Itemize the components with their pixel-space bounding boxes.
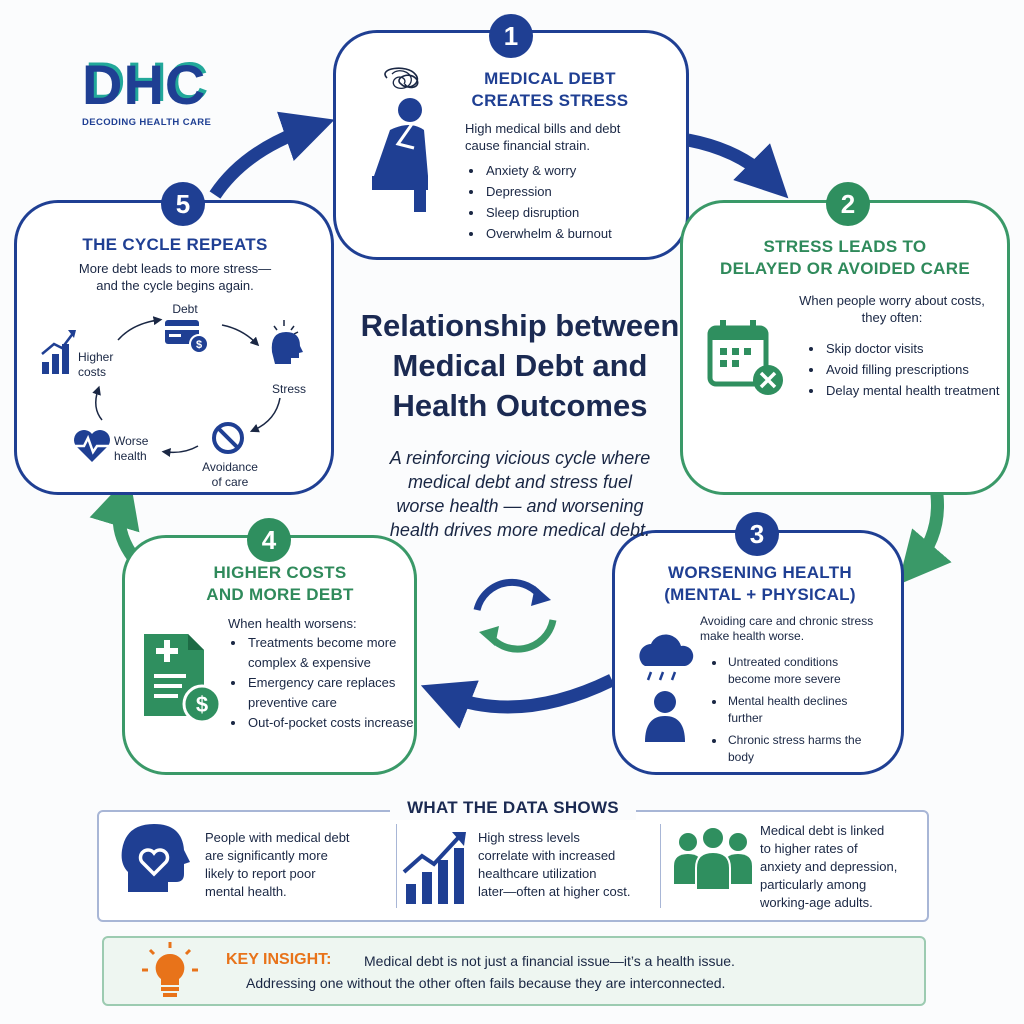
step-3-text: Avoiding care and chronic stress make he…	[700, 614, 874, 643]
rising-bar-chart-icon	[402, 832, 466, 904]
arrow-1-to-2	[686, 133, 789, 199]
list-item: Avoid filling prescriptions	[824, 359, 1014, 380]
step-4-bullets: Treatments become more complex & expensi…	[230, 633, 426, 733]
credit-card-dollar-icon: $	[165, 320, 209, 354]
data-item-3: Medical debt is linked to higher rates o…	[760, 823, 898, 910]
step-5-title: THE CYCLE REPEATS	[82, 235, 268, 254]
stressed-person-icon	[372, 67, 428, 212]
divider	[660, 824, 661, 908]
mini-label-avoidance: Avoidance of care	[202, 460, 258, 489]
people-group-icon	[674, 826, 752, 891]
step-2-bullets: Skip doctor visits Avoid filling prescri…	[808, 338, 1014, 401]
step-2-title: STRESS LEADS TO DELAYED OR AVOIDED CARE	[720, 237, 970, 278]
divider	[396, 824, 397, 908]
page-subtitle: A reinforcing vicious cycle where medica…	[389, 448, 651, 540]
list-item: Out-of-pocket costs increase	[246, 713, 426, 733]
list-item: Delay mental health treatment	[824, 380, 1014, 401]
list-item: Treatments become more complex & expensi…	[246, 633, 426, 673]
key-insight-line-1: Medical debt is not just a financial iss…	[364, 953, 735, 969]
list-item: Anxiety & worry	[484, 160, 684, 181]
list-item: Emergency care replaces preventive care	[246, 673, 426, 713]
step-3-bullets: Untreated conditions become more severe …	[710, 654, 876, 771]
list-item: Depression	[484, 181, 684, 202]
step-1-title: MEDICAL DEBT CREATES STRESS	[471, 69, 629, 110]
arrow-3-to-4	[420, 674, 615, 729]
calendar-cancel-icon	[707, 320, 783, 395]
mini-label-higher: Higher costs	[78, 350, 114, 379]
step-2-number: 2	[826, 182, 870, 226]
page-title: Relationship between Medical Debt and He…	[360, 308, 680, 423]
list-item: Chronic stress harms the body	[726, 732, 876, 766]
step-4-text: When health worsens:	[228, 616, 357, 631]
rising-bars-icon	[41, 330, 76, 374]
data-item-2: High stress levels correlate with increa…	[478, 830, 631, 899]
step-4-number: 4	[247, 518, 291, 562]
lightbulb-icon	[142, 942, 198, 997]
mini-label-debt: Debt	[172, 302, 198, 316]
step-1-bullets: Anxiety & worry Depression Sleep disrupt…	[468, 160, 684, 244]
step-5-number: 5	[161, 182, 205, 226]
step-1-number: 1	[489, 14, 533, 58]
medical-bill-dollar-icon: $	[144, 634, 222, 724]
heart-pulse-icon	[74, 430, 113, 462]
step-5-text: More debt leads to more stress— and the …	[78, 261, 272, 293]
step-4-title: HIGHER COSTS AND MORE DEBT	[206, 563, 354, 604]
list-item: Untreated conditions become more severe	[726, 654, 876, 688]
step-2-card	[680, 200, 1010, 495]
step-2-text: When people worry about costs, they ofte…	[799, 293, 985, 325]
logo: DHC DECODING HEALTH CARE	[82, 55, 222, 140]
mini-label-worse: Worse health	[114, 434, 149, 463]
list-item: Sleep disruption	[484, 202, 684, 223]
step-3-number: 3	[735, 512, 779, 556]
step-1-text: High medical bills and debt cause financ…	[465, 121, 621, 153]
key-insight-line-2: Addressing one without the other often f…	[246, 975, 726, 991]
rain-cloud-person-icon	[639, 634, 694, 742]
svg-text:$: $	[196, 692, 208, 717]
mini-cycle-arrows	[92, 316, 281, 457]
arrow-5-to-1	[209, 111, 335, 199]
head-heart-icon	[121, 824, 190, 892]
list-item: Overwhelm & burnout	[484, 223, 684, 244]
step-3-title: WORSENING HEALTH (MENTAL + PHYSICAL)	[664, 563, 856, 604]
data-item-1: People with medical debt are significant…	[205, 830, 350, 899]
stressed-head-icon	[271, 320, 303, 364]
logo-letters: DHC	[82, 53, 207, 116]
svg-text:$: $	[196, 339, 202, 351]
key-insight-label: KEY INSIGHT:	[226, 951, 332, 968]
key-insight-box	[102, 936, 926, 1006]
refresh-cycle-icon	[473, 578, 557, 653]
logo-tagline: DECODING HEALTH CARE	[82, 117, 212, 128]
data-section-title: WHAT THE DATA SHOWS	[390, 796, 636, 820]
list-item: Mental health declines further	[726, 693, 876, 727]
list-item: Skip doctor visits	[824, 338, 1014, 359]
prohibited-icon	[212, 422, 244, 454]
mini-label-stress: Stress	[271, 382, 306, 396]
